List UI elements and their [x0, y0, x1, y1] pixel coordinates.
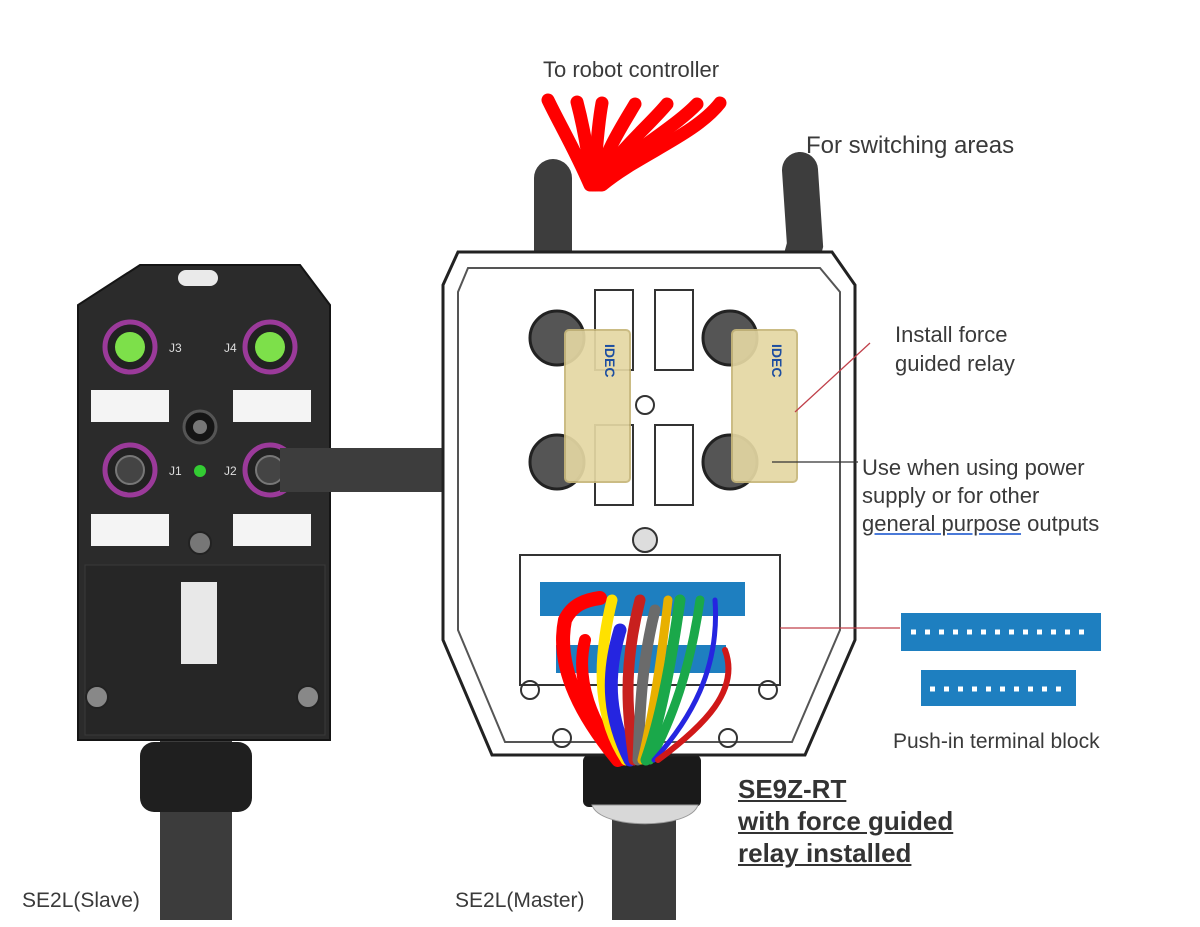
model-line-2: with force guided: [738, 806, 954, 836]
force-guided-relay-left: IDEC: [564, 329, 631, 483]
status-led: [194, 465, 206, 477]
port-j1: [102, 442, 158, 498]
general-purpose-text: general purpose: [862, 511, 1022, 536]
colored-wires: [556, 591, 732, 767]
terminal-block-label: Push-in terminal block: [893, 730, 1100, 753]
relay-brand-right: IDEC: [769, 344, 785, 377]
terminal-block-illustration: [901, 613, 1101, 706]
use-when-label-2: supply or for other: [862, 483, 1040, 508]
port-j4: [242, 319, 298, 375]
outputs-text: outputs: [1021, 511, 1100, 536]
leader-lines: [772, 342, 900, 629]
master-caption: SE2L(Master): [455, 889, 585, 912]
port-label-j4: J4: [224, 341, 237, 355]
switching-areas-label: For switching areas: [806, 132, 1015, 159]
use-when-label-3: general purpose outputs: [862, 510, 1099, 538]
model-line-1: SE9Z-RT: [738, 774, 847, 804]
relay-brand-left: IDEC: [602, 344, 618, 377]
force-guided-relay-right: IDEC: [731, 329, 798, 483]
port-j3: [102, 319, 158, 375]
port-label-j1: J1: [169, 464, 182, 478]
robot-controller-label: To robot controller: [543, 57, 720, 82]
slave-caption: SE2L(Slave): [22, 889, 140, 912]
port-label-j3: J3: [169, 341, 182, 355]
port-label-j2: J2: [224, 464, 237, 478]
install-relay-label-2: guided relay: [895, 351, 1015, 376]
model-line-3: relay installed: [738, 838, 912, 868]
install-relay-label-1: Install force: [895, 322, 1008, 347]
use-when-label-1: Use when using power: [862, 455, 1085, 480]
slave-unit: [77, 264, 331, 920]
